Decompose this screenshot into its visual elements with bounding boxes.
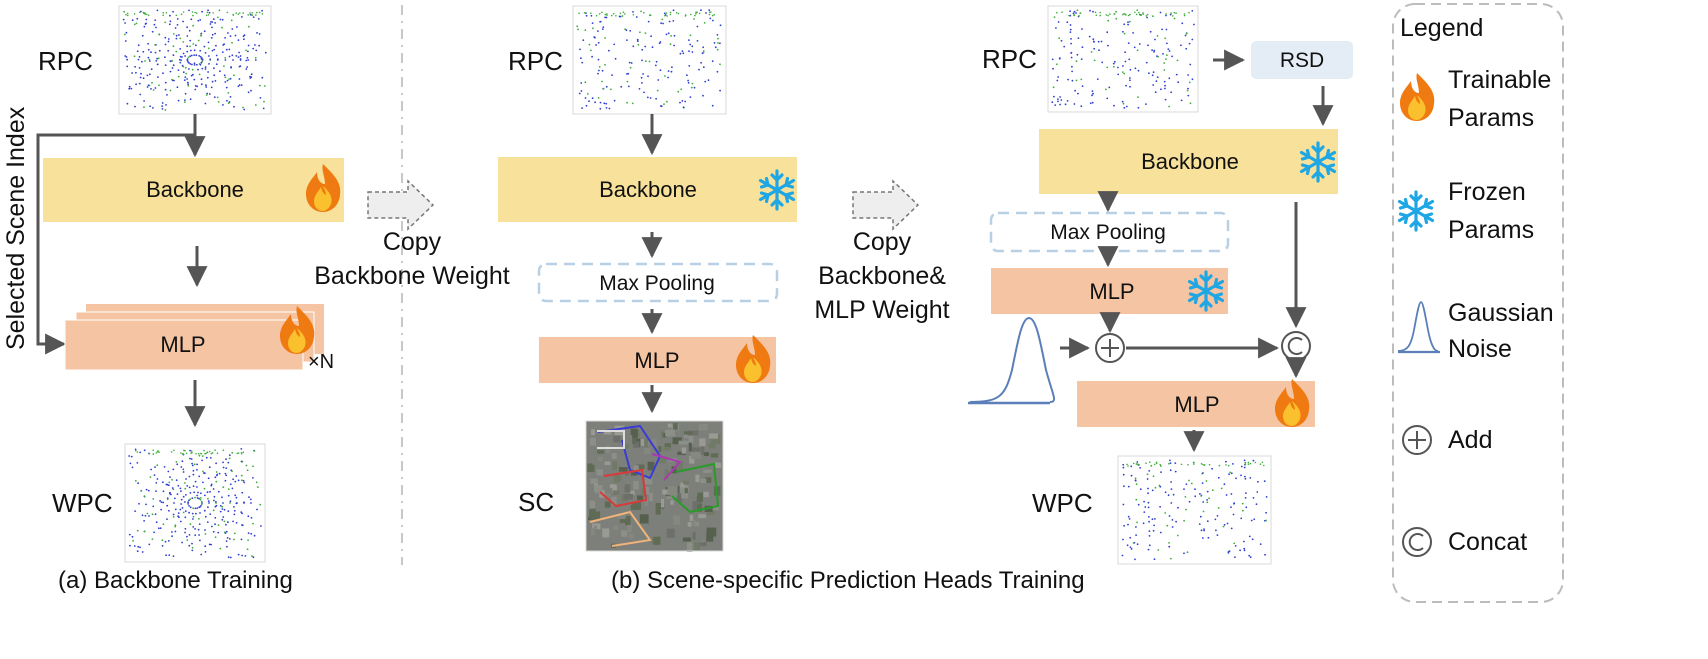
scene-map-image	[585, 420, 724, 552]
copy-backbone-mlp-weight-line-2: Backbone&	[818, 262, 946, 290]
point-cloud-wpc-c	[1117, 455, 1272, 565]
max-pooling-label-b: Max Pooling	[599, 272, 715, 295]
legend-concat-label: Concat	[1448, 528, 1527, 556]
caption-a: (a) Backbone Training	[58, 567, 293, 594]
backbone-block-b	[498, 157, 797, 222]
gaussian-noise-curve	[968, 316, 1056, 405]
point-cloud-rpc-b	[572, 5, 727, 115]
legend-gaussian-line-2: Noise	[1448, 335, 1512, 363]
backbone-label-a: Backbone	[146, 177, 244, 202]
point-cloud-rpc-c	[1047, 5, 1199, 113]
mlp-block-d	[1077, 381, 1315, 427]
scene-index-path	[36, 133, 195, 355]
legend-add-label: Add	[1448, 426, 1492, 454]
add-operator	[1095, 333, 1125, 363]
max-pooling-block-b	[537, 262, 779, 303]
wpc-label-a: WPC	[52, 488, 113, 518]
rpc-label-a: RPC	[38, 46, 93, 76]
selected-scene-index-label: Selected Scene Index	[2, 106, 30, 350]
legend-trainable-line-2: Params	[1448, 104, 1534, 132]
mlp-label-c: MLP	[1089, 279, 1134, 304]
copy-backbone-weight-line-1: Copy	[383, 228, 442, 256]
backbone-label-b: Backbone	[599, 177, 697, 202]
legend-trainable-line-1: Trainable	[1448, 66, 1551, 94]
rsd-label: RSD	[1280, 49, 1324, 72]
mlp-block-b	[539, 337, 776, 383]
legend-frozen-line-1: Frozen	[1448, 178, 1526, 206]
mlp-label-a: MLP	[160, 332, 205, 357]
mlp-block-c	[991, 268, 1228, 314]
copy-backbone-mlp-weight-line-1: Copy	[853, 228, 912, 256]
concat-operator	[1281, 331, 1311, 361]
legend-box	[1392, 3, 1564, 603]
mlp-label-b: MLP	[634, 348, 679, 373]
point-cloud-wpc-a	[124, 443, 266, 563]
point-cloud-rpc-a	[118, 5, 272, 115]
copy-backbone-mlp-weight-line-3: MLP Weight	[814, 296, 949, 324]
caption-b: (b) Scene-specific Prediction Heads Trai…	[611, 567, 1085, 594]
legend-frozen-line-2: Params	[1448, 216, 1534, 244]
backbone-label-c: Backbone	[1141, 149, 1239, 174]
wpc-label-c: WPC	[1032, 488, 1093, 518]
concat-icon	[1402, 527, 1432, 557]
backbone-block-a	[43, 158, 344, 222]
rpc-label-c: RPC	[982, 44, 1037, 74]
sc-label: SC	[518, 487, 554, 517]
max-pooling-label-c: Max Pooling	[1050, 221, 1166, 244]
rpc-label-b: RPC	[508, 46, 563, 76]
times-n-label: ×N	[308, 351, 334, 373]
legend-gaussian-line-1: Gaussian	[1448, 299, 1554, 327]
legend-title: Legend	[1400, 14, 1483, 42]
mlp-label-d: MLP	[1174, 392, 1219, 417]
gaussian-noise-icon	[1397, 301, 1440, 354]
copy-arrow-1	[367, 179, 435, 231]
copy-backbone-weight-line-2: Backbone Weight	[314, 262, 510, 290]
rsd-block	[1251, 41, 1353, 79]
copy-arrow-2	[852, 179, 920, 231]
backbone-block-c	[1039, 129, 1338, 194]
add-icon	[1402, 425, 1432, 455]
